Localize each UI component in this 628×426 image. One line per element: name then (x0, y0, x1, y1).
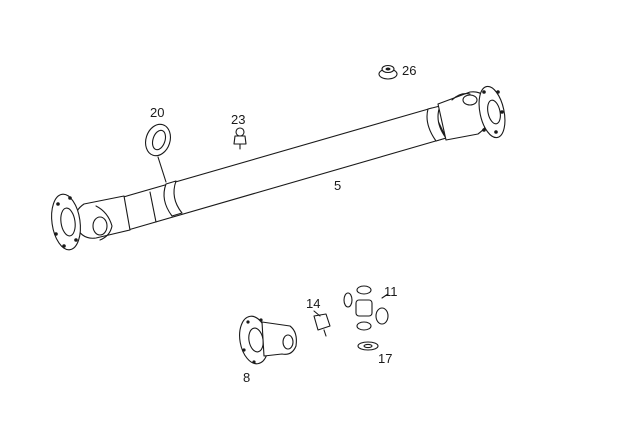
left-flange-bolt-hole (68, 196, 72, 200)
right-flange-bolt-hole (482, 90, 486, 94)
sealing-ring (145, 123, 171, 183)
left-flange-bolt-hole (74, 238, 78, 242)
universal-joint (343, 285, 389, 331)
propeller-shaft (51, 85, 506, 251)
right-yoke-arm (451, 93, 471, 101)
flange-yoke-bore (282, 334, 294, 350)
right-flange-hub (487, 99, 501, 125)
shaft-seam-left (149, 191, 157, 223)
grommet (378, 64, 398, 80)
joint-leader (381, 293, 389, 299)
callout-17: 17 (378, 351, 392, 366)
callout-14: 14 (306, 296, 320, 311)
callout-11: 11 (384, 284, 398, 299)
companion-flange (239, 315, 297, 365)
fitting-body (313, 313, 331, 331)
left-flange-bolt-hole (62, 244, 66, 248)
grease-nipple (233, 127, 247, 150)
callout-26: 26 (402, 63, 416, 78)
grease-nipple-head (235, 127, 245, 137)
left-flange-bolt-hole (54, 232, 58, 236)
flange-bolt-hole (242, 348, 246, 352)
callout-5: 5 (334, 178, 341, 193)
right-flange-bolt-hole (494, 130, 498, 134)
callout-20: 20 (150, 105, 164, 120)
bearing-cap-bottom (356, 321, 372, 331)
flange-bolt-hole (246, 320, 250, 324)
bearing-cap-right (375, 307, 389, 325)
flange-bolt-hole (259, 318, 263, 322)
left-flange-hub (60, 207, 76, 237)
callout-8: 8 (243, 370, 250, 385)
left-yoke-arm (95, 205, 113, 241)
callout-23: 23 (231, 112, 245, 127)
left-flange-bolt-hole (56, 202, 60, 206)
left-yoke-bore (92, 216, 108, 236)
bearing-cap-left (343, 292, 353, 308)
fitting (313, 310, 331, 337)
circlip-inner (363, 343, 373, 349)
right-yoke-bore (462, 94, 478, 106)
right-flange-bolt-hole (482, 128, 486, 132)
fitting-leader (313, 310, 321, 317)
grease-nipple-body (233, 135, 247, 145)
grommet-hole (385, 67, 391, 71)
sealing-ring-inner (151, 129, 167, 151)
circlip (357, 341, 379, 351)
right-flange-bolt-hole (500, 110, 504, 114)
fitting-stem (323, 329, 327, 337)
shaft-ring-left (163, 180, 183, 217)
bearing-cap-top (356, 285, 372, 295)
flange-bolt-hole (252, 360, 256, 364)
spider-center (355, 299, 373, 317)
sealing-ring-leader (157, 156, 167, 183)
right-flange-bolt-hole (496, 90, 500, 94)
